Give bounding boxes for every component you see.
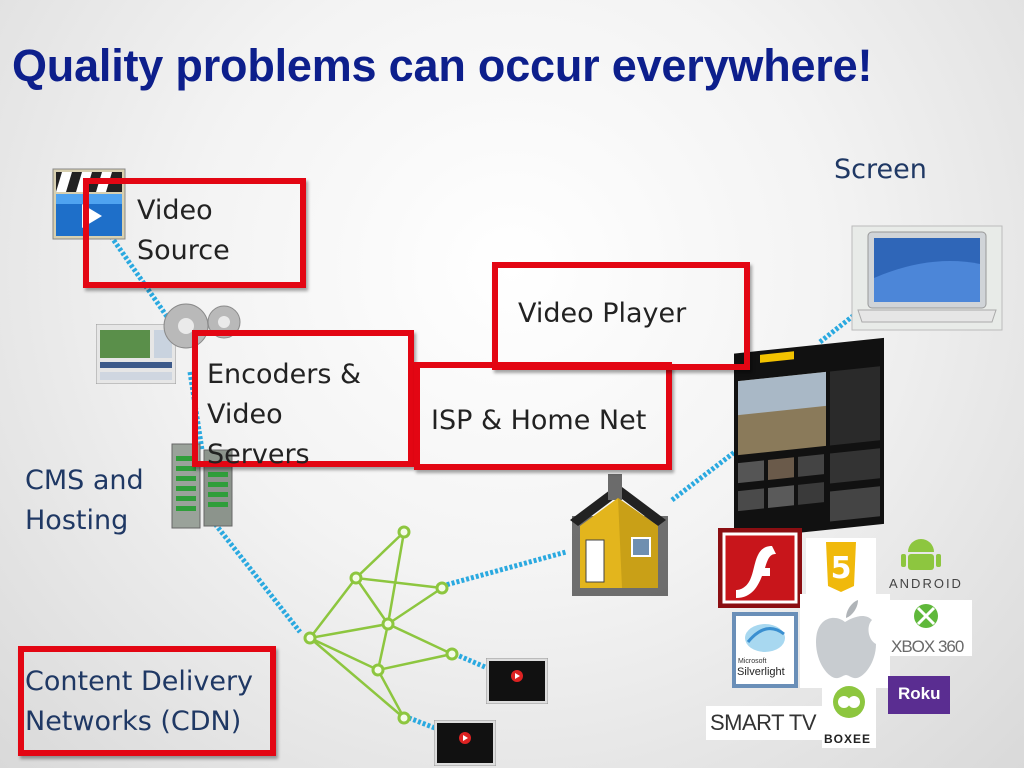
silverlight-wordmark: Silverlight bbox=[737, 666, 785, 678]
cdn-node bbox=[349, 571, 363, 585]
boxee-wordmark: BOXEE bbox=[824, 732, 872, 746]
silverlight-logo-icon: Microsoft Silverlight bbox=[732, 612, 798, 688]
encoder-screenshot bbox=[96, 324, 176, 384]
label-line: Servers bbox=[207, 439, 310, 470]
label-cms: CMS and Hosting bbox=[25, 461, 144, 541]
label-screen: Screen bbox=[834, 154, 927, 185]
label-line: Video bbox=[207, 399, 283, 430]
highlight-video-player bbox=[492, 262, 750, 370]
cdn-mesh bbox=[307, 531, 456, 719]
label-line: Source bbox=[137, 235, 230, 266]
cdn-node bbox=[371, 663, 385, 677]
label-line: Video bbox=[137, 195, 213, 226]
label-video-player: Video Player bbox=[518, 298, 687, 329]
label-video-source: Video Source bbox=[137, 191, 230, 271]
roku-wordmark: Roku bbox=[898, 684, 941, 703]
cdn-node bbox=[397, 711, 411, 725]
cdn-node bbox=[381, 617, 395, 631]
link-source-encoder bbox=[105, 230, 171, 320]
roku-logo-icon: Roku bbox=[888, 676, 950, 714]
client-video-thumbnail bbox=[434, 720, 496, 766]
link-cdn-isp bbox=[441, 549, 567, 589]
link-home-player bbox=[670, 446, 742, 502]
xbox360-logo-icon bbox=[890, 600, 972, 656]
link-servers-cdn bbox=[210, 518, 302, 634]
android-wordmark: ANDROID bbox=[889, 576, 963, 591]
client-video-thumbnail bbox=[486, 658, 548, 704]
label-line: CMS and bbox=[25, 465, 144, 496]
link-encoder-servers bbox=[187, 371, 205, 451]
highlight-video-source bbox=[83, 178, 306, 288]
label-cdn: Content Delivery Networks (CDN) bbox=[25, 662, 253, 742]
flash-logo-icon bbox=[718, 528, 802, 608]
slide-title: Quality problems can occur everywhere! bbox=[12, 40, 873, 91]
apple-logo-icon bbox=[800, 594, 890, 688]
highlight-encoders bbox=[192, 330, 414, 467]
silverlight-vendor: Microsoft bbox=[738, 658, 767, 665]
label-line: Hosting bbox=[25, 505, 129, 536]
android-logo-icon bbox=[901, 539, 941, 570]
laptop-icon bbox=[851, 225, 1003, 331]
house-icon bbox=[570, 474, 668, 596]
label-line: Networks (CDN) bbox=[25, 706, 242, 737]
label-encoders: Encoders & Video Servers bbox=[207, 355, 361, 475]
label-line: Encoders & bbox=[207, 359, 362, 390]
xbox360-wordmark: XBOX 360 bbox=[891, 637, 964, 656]
boxee-logo-icon: BOXEE bbox=[822, 682, 876, 748]
label-line: Content Delivery bbox=[25, 666, 254, 697]
svg-text:5: 5 bbox=[831, 551, 852, 586]
highlight-cdn bbox=[18, 646, 276, 756]
cdn-node bbox=[303, 631, 317, 645]
cdn-node bbox=[397, 525, 411, 539]
cdn-node bbox=[445, 647, 459, 661]
html5-logo-icon: 5 bbox=[806, 538, 876, 594]
smarttv-logo-icon: SMART TV bbox=[706, 706, 822, 740]
label-isp: ISP & Home Net bbox=[431, 405, 647, 436]
smarttv-wordmark: SMART TV bbox=[710, 710, 817, 735]
cdn-node bbox=[435, 581, 449, 595]
video-player-screenshot bbox=[734, 337, 884, 536]
